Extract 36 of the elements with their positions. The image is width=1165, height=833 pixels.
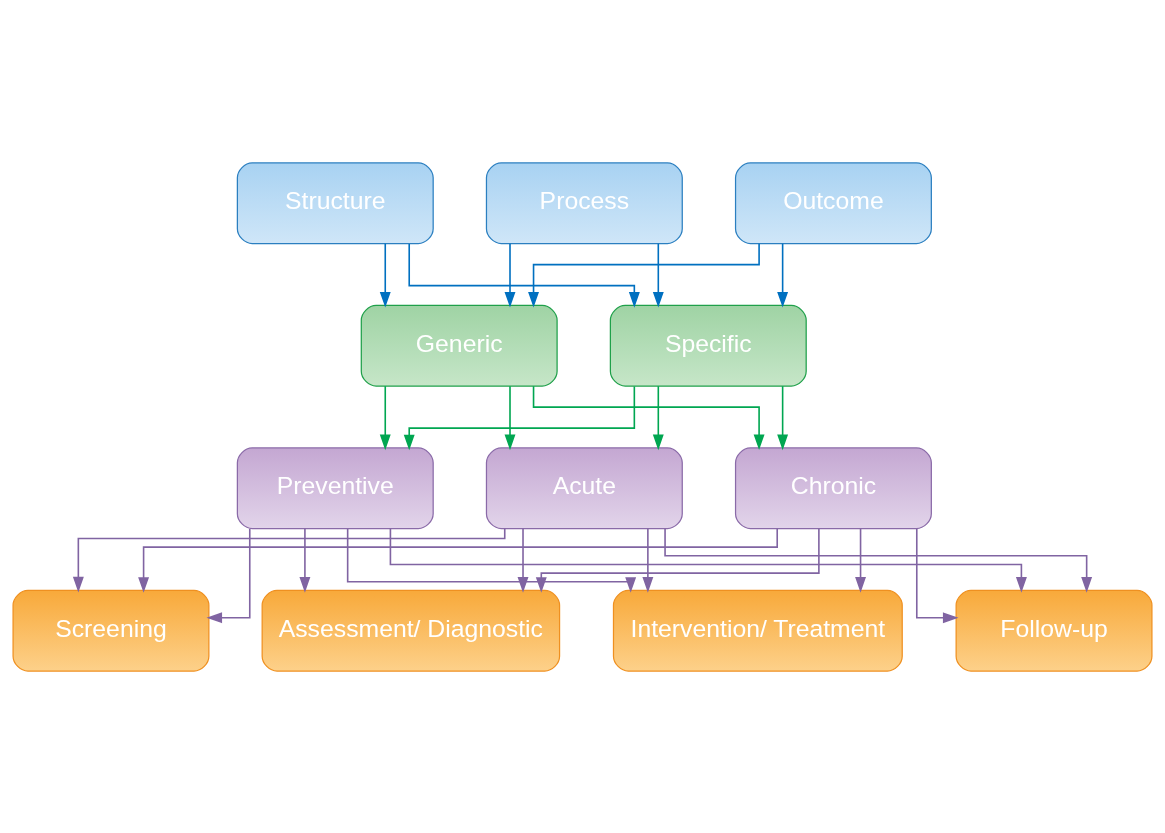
arrow [379,242,391,308]
node-box: Generic [360,304,558,387]
node-box: Process [485,161,683,244]
arrow [389,527,1027,593]
arrow [403,385,636,450]
arrow [535,527,820,593]
node-box: Structure [236,161,434,244]
arrow [777,384,789,450]
arrow [138,527,778,593]
arrow [855,527,867,593]
node-box: Specific [609,304,807,387]
arrow [528,242,760,308]
arrow [299,527,311,593]
arrow [652,384,664,450]
node-box: Intervention/ Treatment [612,589,903,672]
arrow [532,385,765,450]
arrow [504,242,516,308]
arrow [379,384,391,450]
node-box: Preventive [236,446,434,529]
arrow [652,242,664,308]
arrow [408,242,640,308]
node-box: Acute [485,446,683,529]
arrow [504,384,516,450]
arrow [777,242,789,308]
arrow [206,527,251,623]
arrow [915,527,959,623]
arrow [346,527,637,593]
node-box: Outcome [734,161,932,244]
arrow [664,527,1093,593]
arrow [517,527,529,593]
arrow [642,527,654,593]
node-box: Chronic [734,446,932,529]
node-box: Follow-up [955,589,1153,672]
node-box: Screening [12,589,210,672]
arrow [72,527,506,592]
node-box: Assessment/ Diagnostic [261,589,561,672]
